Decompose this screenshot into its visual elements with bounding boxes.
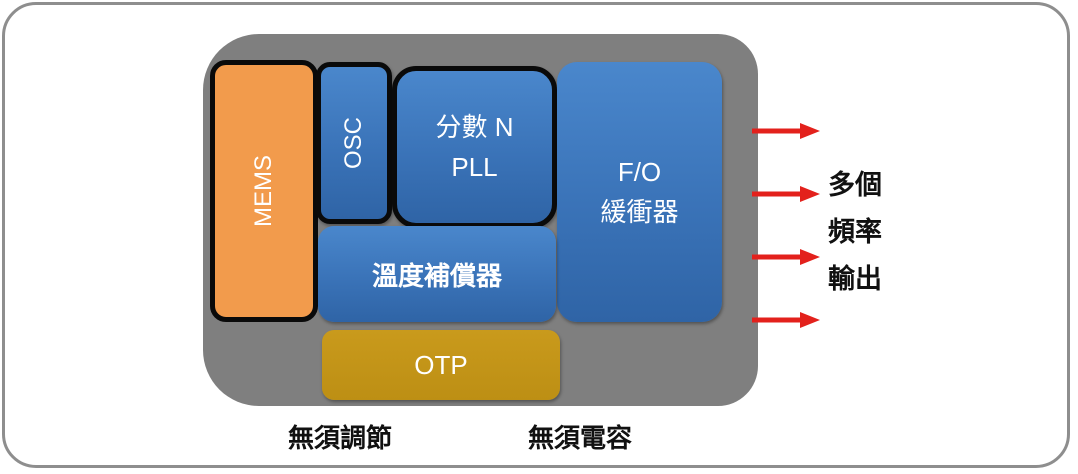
fo-buffer-block: F/O 緩衝器 [557, 62, 722, 322]
arrow-shaft [752, 317, 804, 323]
fo-label-line2: 緩衝器 [600, 197, 679, 227]
note-no-trimming: 無須調節 [288, 423, 393, 453]
output-arrow [752, 249, 820, 265]
temp-label: 溫度補償器 [371, 260, 502, 291]
outputs-label: 多個 頻率 輸出 [828, 162, 898, 303]
arrow-head [800, 186, 820, 202]
otp-label: OTP [414, 349, 468, 380]
pll-label-line1: 分數 N [435, 112, 514, 142]
fractional-n-pll-block: 分數 N PLL [392, 66, 557, 228]
outputs-label-line: 輸出 [828, 264, 882, 294]
mems-block: MEMS [210, 60, 318, 322]
arrow-head [800, 312, 820, 328]
arrow-head [800, 123, 820, 139]
arrow-shaft [752, 254, 804, 260]
note-no-capacitor: 無須電容 [528, 423, 633, 453]
pll-label-line2: PLL [451, 152, 498, 182]
fo-label-line1: F/O [617, 157, 662, 187]
temperature-compensator-block: 溫度補償器 [318, 226, 556, 322]
otp-block: OTP [322, 330, 560, 400]
arrow-shaft [752, 128, 804, 134]
arrow-shaft [752, 191, 804, 197]
output-arrow [752, 312, 820, 328]
outputs-label-line: 多個 [828, 170, 882, 200]
osc-block: OSC [316, 62, 392, 224]
outputs-label-line: 頻率 [828, 217, 882, 247]
osc-label: OSC [339, 116, 367, 170]
output-arrow [752, 123, 820, 139]
output-arrow [752, 186, 820, 202]
mems-label: MEMS [250, 155, 277, 227]
arrow-head [800, 249, 820, 265]
